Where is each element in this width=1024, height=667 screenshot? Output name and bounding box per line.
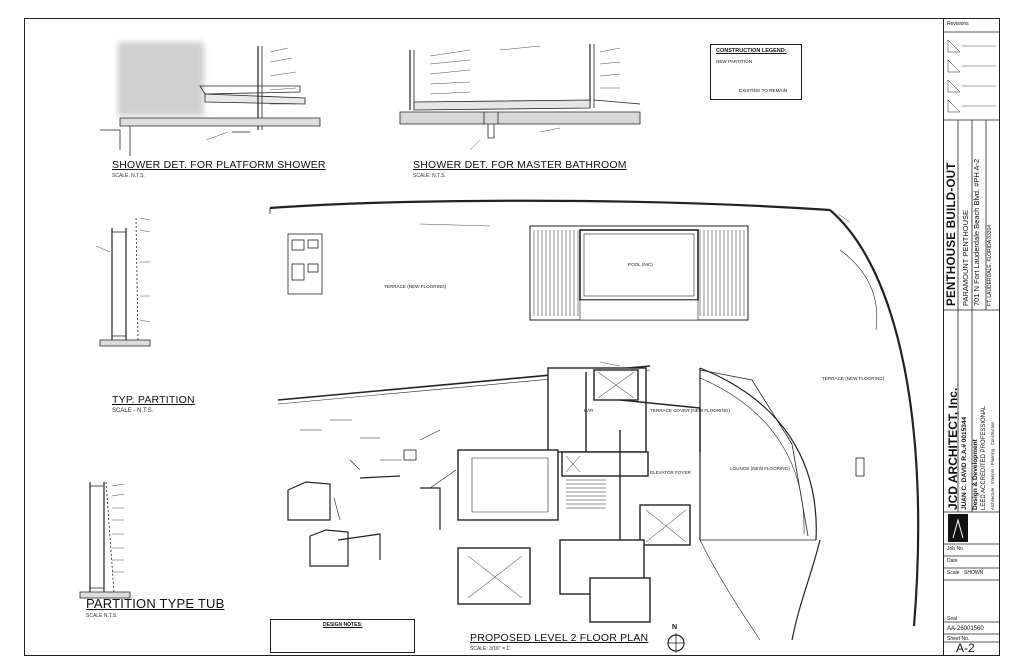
detail-scale-typ-partition: SCALE - N.T.S.: [112, 408, 154, 414]
sheet-no-label: Sheet No.: [947, 636, 970, 642]
legend-to-remain: EXISTING TO REMAIN: [739, 88, 788, 93]
legend-new-partition: NEW PARTITION: [716, 59, 753, 64]
plan-scale: SCALE: 3/16" = 1': [470, 646, 511, 652]
sheet-number: A-2: [956, 641, 975, 655]
title-block: [944, 18, 1000, 656]
detail-title-partition-tub: PARTITION TYPE TUB: [86, 596, 225, 611]
detail-title-master-shower: SHOWER DET. FOR MASTER BATHROOM: [413, 159, 627, 171]
project-address: 701 N Fort Lauderdale Beach Blvd. #PH A-…: [972, 158, 981, 306]
room-lounge: LOUNGE (NEW FLOORING): [730, 466, 790, 471]
detail-title-platform-shower: SHOWER DET. FOR PLATFORM SHOWER: [112, 159, 326, 171]
room-terrace-right: TERRACE (NEW FLOORING): [822, 376, 885, 381]
detail-scale-partition-tub: SCALE N.T.S.: [86, 613, 118, 619]
project-sub: PARAMOUNT PENTHOUSE: [961, 210, 970, 306]
drawing-frame: [24, 18, 944, 656]
legend-title: CONSTRUCTION LEGEND:: [716, 48, 787, 54]
firm-tag: Design & Development: [972, 439, 979, 510]
design-notes-box: DESIGN NOTES:: [270, 619, 415, 653]
blurred-photo: [118, 42, 204, 116]
room-pool: POOL (NIC): [628, 262, 653, 267]
firm-leed: LEED ACCREDITED PROFESSIONAL: [981, 405, 987, 510]
firm-services: Architecture · Interiors · Planning · Co…: [990, 421, 995, 510]
firm-name: JCD ARCHITECT, Inc.: [946, 387, 960, 510]
plan-title: PROPOSED LEVEL 2 FLOOR PLAN: [470, 632, 649, 644]
date-label: Date: [947, 558, 958, 564]
detail-title-typ-partition: TYP. PARTITION: [112, 394, 195, 406]
project-name: PENTHOUSE BUILD-OUT: [946, 162, 958, 306]
project-city: FT. LAUDERDALE, FLORIDA 33304: [987, 224, 993, 306]
design-notes-title: DESIGN NOTES:: [323, 622, 363, 628]
room-elevator-foyer: ELEVATOR FOYER: [650, 470, 691, 475]
construction-legend: CONSTRUCTION LEGEND: NEW PARTITION EXIST…: [710, 44, 802, 100]
room-terrace-cover: TERRACE COVER (NEW FLOORING): [650, 408, 730, 413]
job-no-label: Job No.: [947, 546, 965, 552]
scale-label: Scale: [947, 570, 960, 576]
room-bar: BAR: [584, 408, 594, 413]
detail-scale-platform-shower: SCALE: N.T.S.: [112, 173, 145, 179]
north-label: N: [672, 624, 678, 631]
detail-scale-master-shower: SCALE: N.T.S.: [413, 173, 446, 179]
license-number: AA-26001560: [947, 626, 984, 632]
scale-value: SHOWN: [964, 570, 984, 576]
revisions-label: Revisions: [947, 21, 969, 27]
firm-person: JUAN C. DAVID R.A.# 0015344: [961, 416, 968, 510]
seal-label: Seal: [947, 616, 958, 622]
room-terrace-main: TERRACE (NEW FLOORING): [384, 284, 447, 289]
